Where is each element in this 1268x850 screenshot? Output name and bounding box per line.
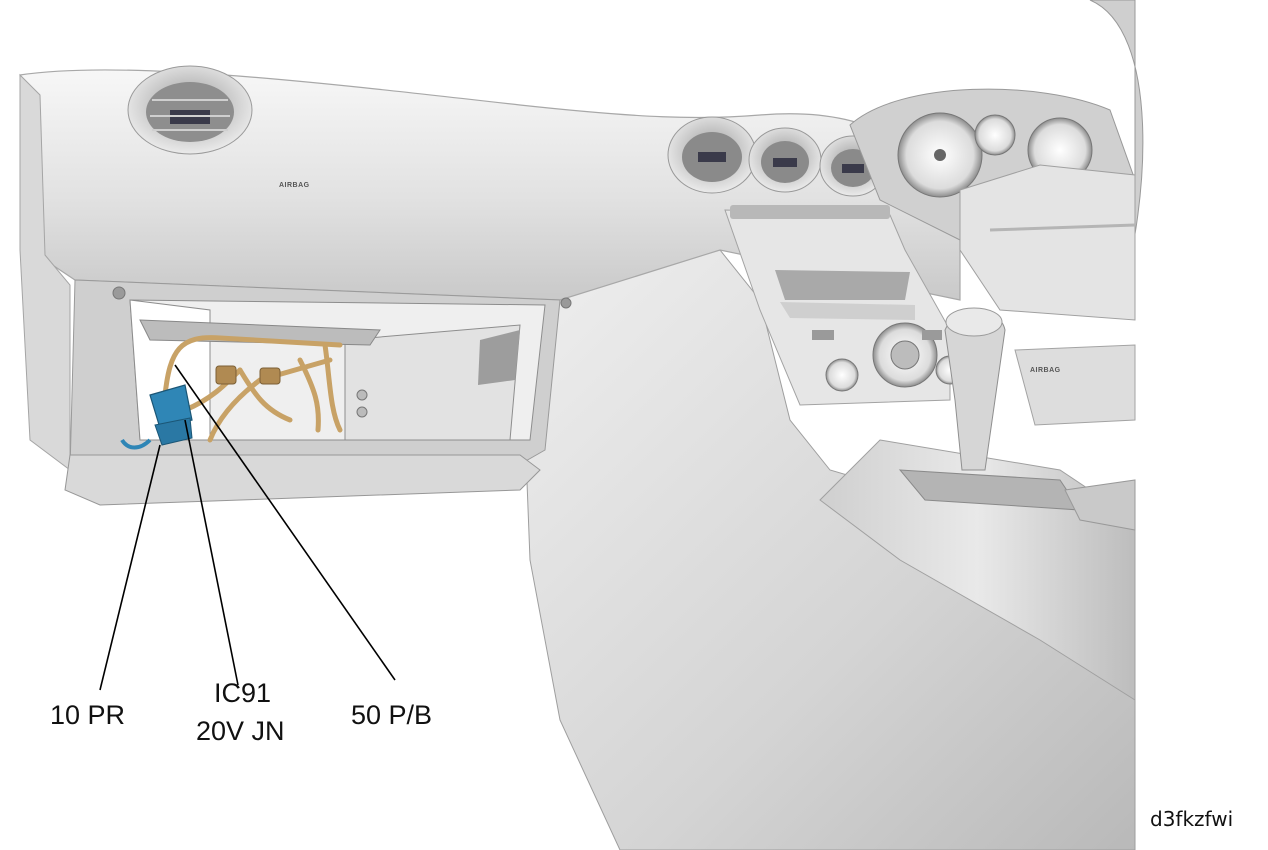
harness-clips [215, 365, 281, 385]
right-dash-section [1014, 344, 1136, 426]
callout-10pr: 10 PR [50, 700, 125, 730]
callout-ic91-line1: IC91 [214, 678, 271, 708]
leader-10pr [99, 444, 161, 691]
leader-50pb [174, 364, 396, 681]
right-panel-marking: AIRBAG [1030, 367, 1061, 374]
dashboard-end-cap [19, 73, 71, 471]
airbag-marking: AIRBAG [279, 182, 310, 189]
reference-code: d3fkzfwi [1150, 807, 1233, 831]
glovebox-opening [69, 279, 572, 471]
callout-50pb: 50 P/B [351, 700, 432, 730]
wiring-harness [162, 335, 343, 443]
glovebox-lip [64, 454, 541, 506]
callout-ic91-line2: 20V JN [196, 716, 285, 746]
passenger-air-vent [127, 65, 253, 155]
connector-ic91 [120, 384, 193, 450]
steering-wheel [959, 0, 1144, 321]
centre-air-vents [667, 116, 887, 197]
gear-shifter [898, 307, 1136, 531]
leader-ic91 [184, 419, 239, 686]
